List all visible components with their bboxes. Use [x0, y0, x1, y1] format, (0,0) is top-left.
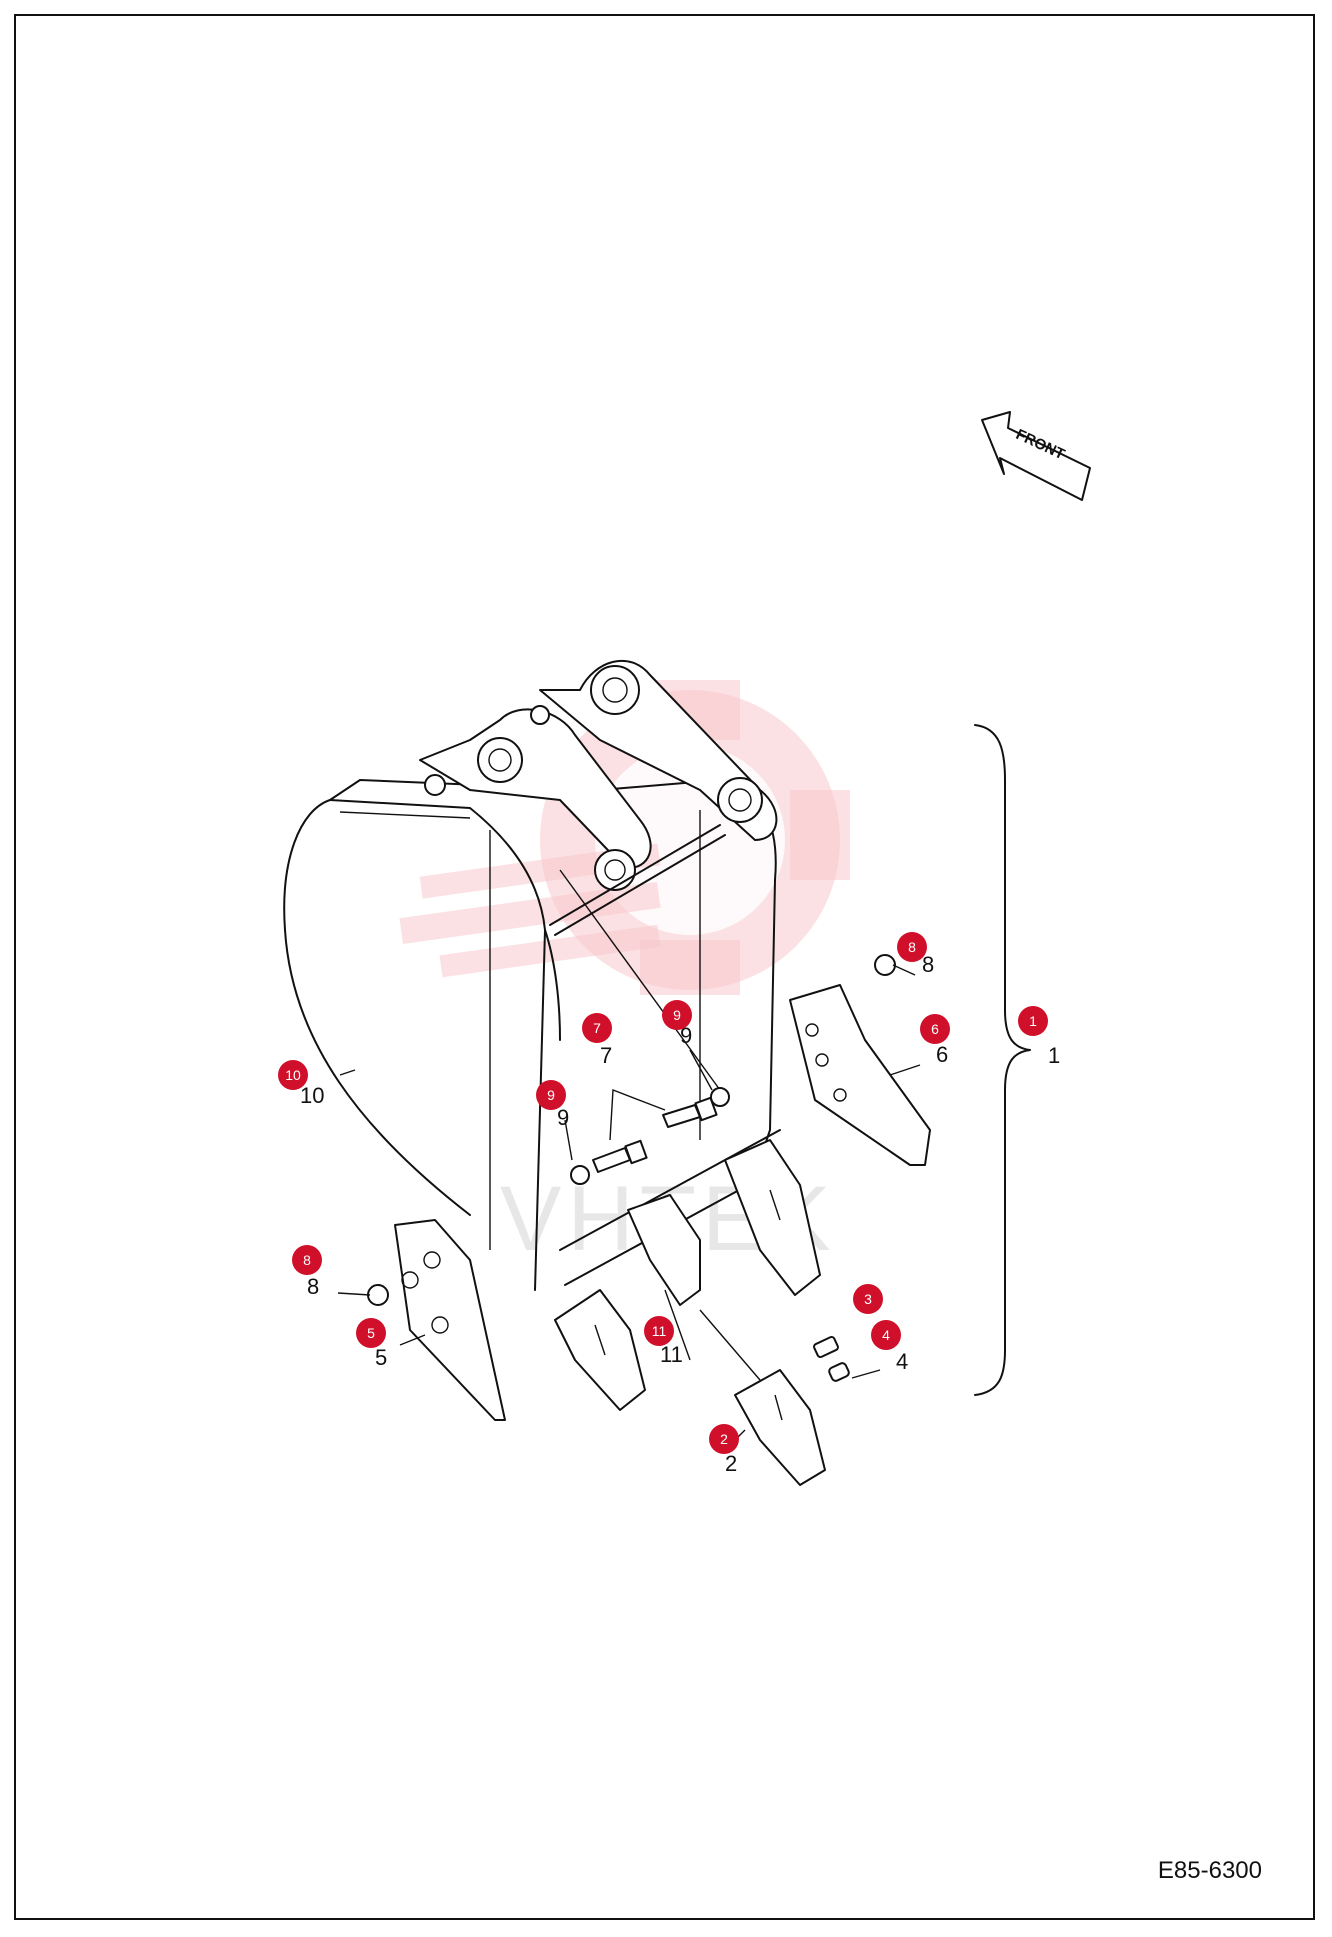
svg-text:3: 3	[864, 1291, 872, 1307]
adapter-middle	[627, 1194, 701, 1306]
bolts	[592, 1089, 718, 1173]
tooth-left	[554, 1289, 646, 1411]
linkage-brackets	[419, 659, 778, 936]
badge-6[interactable]: 6	[920, 1014, 950, 1044]
svg-text:10: 10	[285, 1067, 301, 1083]
front-arrow: FRONT	[981, 411, 1091, 501]
badge-7[interactable]: 7	[582, 1013, 612, 1043]
svg-text:1: 1	[1029, 1013, 1037, 1029]
badge-9b[interactable]: 9	[536, 1080, 566, 1110]
callout-2: 2	[725, 1451, 737, 1476]
side-cutter-left	[394, 1219, 506, 1421]
badge-8a[interactable]: 8	[897, 932, 927, 962]
badge-2[interactable]: 2	[709, 1424, 739, 1454]
callout-5: 5	[375, 1345, 387, 1370]
tooth-point	[699, 1309, 826, 1486]
svg-text:7: 7	[593, 1020, 601, 1036]
badge-8b[interactable]: 8	[292, 1245, 322, 1275]
badge-4[interactable]: 4	[871, 1320, 901, 1350]
callout-8b: 8	[307, 1274, 319, 1299]
callout-9b: 9	[557, 1105, 569, 1130]
svg-text:5: 5	[367, 1325, 375, 1341]
drawing-frame	[14, 14, 1315, 1920]
svg-text:9: 9	[673, 1007, 681, 1023]
svg-text:11: 11	[652, 1323, 667, 1339]
svg-text:8: 8	[908, 939, 916, 955]
badge-10[interactable]: 10	[278, 1060, 308, 1090]
svg-text:9: 9	[547, 1087, 555, 1103]
svg-text:4: 4	[882, 1327, 890, 1343]
assembly-brace	[974, 724, 1031, 1396]
callout-8a: 8	[922, 952, 934, 977]
tooth-right	[724, 1139, 821, 1296]
callout-10: 10	[300, 1083, 324, 1108]
bucket-body	[283, 779, 786, 1291]
badge-3[interactable]: 3	[853, 1284, 883, 1314]
callout-11: 11	[660, 1342, 683, 1367]
badge-9a[interactable]: 9	[662, 1000, 692, 1030]
callout-1: 1	[1048, 1043, 1060, 1068]
svg-text:6: 6	[931, 1021, 939, 1037]
badge-1[interactable]: 1	[1018, 1006, 1048, 1036]
badge-11[interactable]: 11	[644, 1316, 674, 1346]
callout-badges: 1 2 3 4 5 6 7 8 8 9 9 10 11	[278, 932, 1048, 1454]
callout-9a: 9	[680, 1023, 692, 1048]
badge-5[interactable]: 5	[356, 1318, 386, 1348]
side-cutter-right	[789, 984, 931, 1166]
svg-text:2: 2	[720, 1431, 728, 1447]
callout-numbers: 1 2 4 5 6 7 8 8 9 9 10 11	[300, 952, 1060, 1476]
pin-and-lock	[813, 1335, 850, 1382]
drawing-code: E85-6300	[1157, 1857, 1262, 1884]
leader-lines	[337, 964, 921, 1446]
callout-7: 7	[600, 1043, 612, 1068]
svg-text:8: 8	[303, 1252, 311, 1268]
callout-6: 6	[936, 1042, 948, 1067]
callout-4: 4	[896, 1349, 908, 1374]
